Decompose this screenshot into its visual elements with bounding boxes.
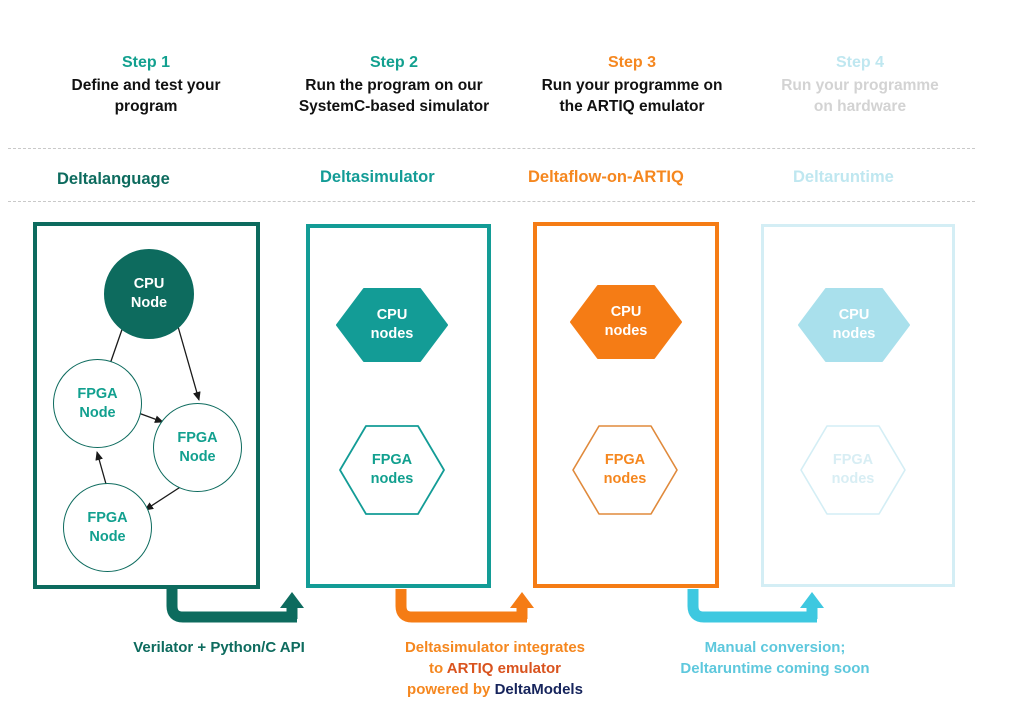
node-fpga-1-bottom: FPGA Node	[63, 483, 152, 572]
caption-2-line3-prefix-text: powered by	[407, 681, 495, 698]
column-box-4	[761, 224, 955, 587]
caption-2-line2-prefix: to	[429, 660, 447, 677]
step-label-3: Step 3	[607, 54, 656, 71]
hex-fpga-2-shape	[339, 425, 445, 515]
hex-cpu-4-shape	[798, 288, 910, 362]
step-description-2-line1: Run the program on our	[305, 77, 483, 94]
caption-3: Manual conversion; Deltaruntime coming s…	[610, 637, 940, 679]
step-description-3-line2: the ARTIQ emulator	[559, 98, 705, 115]
step-description-1-line2: program	[114, 98, 178, 115]
caption-2-line2: to ARTIQ emulator	[322, 658, 668, 679]
node-fpga-1-left: FPGA Node	[53, 359, 142, 448]
product-name-2: Deltasimulator	[320, 168, 435, 186]
hex-cpu-3-shape	[570, 285, 682, 359]
hex-cpu-2-shape	[336, 288, 448, 362]
connector-arrow-1	[166, 589, 304, 623]
hex-fpga-2: FPGA nodes	[339, 425, 445, 515]
node-cpu-1: CPU Node	[104, 249, 194, 339]
hex-cpu-4: CPU nodes	[798, 288, 910, 362]
step-label-1: Step 1	[121, 54, 170, 71]
connector-arrow-3	[687, 589, 824, 623]
caption-3-line1: Manual conversion;	[704, 639, 846, 656]
hex-fpga-4-shape	[800, 425, 906, 515]
node-fpga-1-right-line1: FPGA	[177, 429, 218, 446]
column-box-3	[533, 222, 719, 588]
step-description-3-line1: Run your programme on	[541, 77, 723, 94]
node-fpga-1-left-line1: FPGA	[77, 385, 118, 402]
caption-2-line1: Deltasimulator integrates	[404, 639, 586, 656]
caption-2-line3-emphasis: DeltaModels	[494, 681, 583, 698]
node-fpga-1-bottom-line1: FPGA	[87, 509, 128, 526]
product-name-4: Deltaruntime	[793, 168, 894, 186]
node-fpga-1-right: FPGA Node	[153, 403, 242, 492]
node-fpga-1-left-line2: Node	[79, 404, 116, 421]
product-name-1: Deltalanguage	[57, 170, 170, 188]
product-name-3: Deltaflow-on-ARTIQ	[528, 168, 684, 186]
hex-fpga-3: FPGA nodes	[572, 425, 678, 515]
divider-bottom	[8, 201, 975, 202]
column-box-2	[306, 224, 491, 588]
caption-1: Verilator + Python/C API	[55, 637, 383, 658]
step-description-4-line1: Run your programme	[781, 77, 939, 94]
step-label-2: Step 2	[369, 54, 418, 71]
column-header-3: Step 3 Run your programme on the ARTIQ e…	[519, 52, 745, 117]
step-description-2-line2: SystemC-based simulator	[298, 98, 490, 115]
column-header-1: Step 1 Define and test your program	[33, 52, 259, 117]
column-header-4: Step 4 Run your programme on hardware	[747, 52, 973, 117]
step-label-4: Step 4	[835, 54, 884, 71]
caption-3-line2: Deltaruntime coming soon	[680, 660, 870, 677]
step-description-1-line1: Define and test your	[71, 77, 221, 94]
hex-fpga-3-shape	[572, 425, 678, 515]
hex-cpu-3: CPU nodes	[570, 285, 682, 359]
hex-fpga-4: FPGA nodes	[800, 425, 906, 515]
caption-1-text: Verilator + Python/C API	[133, 639, 305, 656]
divider-top	[8, 148, 975, 149]
column-header-2: Step 2 Run the program on our SystemC-ba…	[281, 52, 507, 117]
caption-2-line2-emphasis: ARTIQ emulator	[446, 660, 561, 677]
caption-2-line3: powered by DeltaModels	[322, 679, 668, 700]
node-fpga-1-right-line2: Node	[179, 448, 216, 465]
step-description-4-line2: on hardware	[813, 98, 907, 115]
node-fpga-1-bottom-line2: Node	[89, 528, 126, 545]
caption-2: Deltasimulator integrates to ARTIQ emula…	[322, 637, 668, 700]
hex-cpu-2: CPU nodes	[336, 288, 448, 362]
node-cpu-1-line1: CPU	[133, 276, 165, 292]
node-cpu-1-line2: Node	[130, 295, 168, 311]
connector-arrow-2	[395, 589, 534, 623]
